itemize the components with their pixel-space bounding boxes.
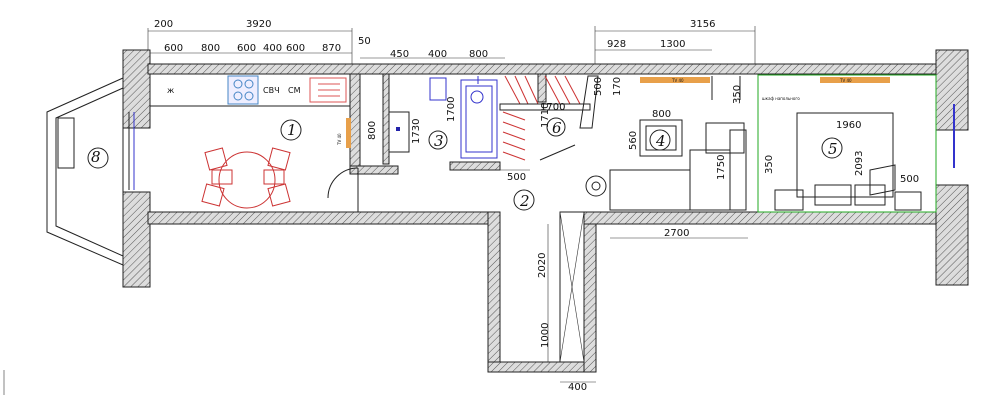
living-tv-label: TV 40 bbox=[671, 78, 684, 83]
microwave-label: СВЧ bbox=[263, 86, 280, 95]
dim-500-a: 500 bbox=[507, 172, 526, 183]
dim-1300: 1300 bbox=[660, 39, 685, 50]
dim-600-c: 600 bbox=[286, 43, 305, 54]
corridor-cabinet bbox=[547, 211, 585, 363]
dim-1000: 1000 bbox=[540, 323, 551, 348]
dim-800-d: 800 bbox=[652, 109, 671, 120]
dim-3920: 3920 bbox=[246, 19, 271, 30]
dim-1700-b: 1700 bbox=[540, 102, 565, 113]
dim-450: 450 bbox=[390, 49, 409, 60]
room-2-marker bbox=[513, 189, 535, 211]
room-6-marker bbox=[546, 117, 566, 137]
dim-200: 200 bbox=[154, 19, 173, 30]
dim-2700: 2700 bbox=[664, 228, 689, 239]
dim-800-a: 800 bbox=[201, 43, 220, 54]
room-3-label: 3 bbox=[434, 132, 444, 150]
room-4-label: 4 bbox=[655, 132, 666, 150]
dim-800-c: 800 bbox=[367, 121, 378, 140]
dim-1750: 1750 bbox=[716, 155, 727, 180]
room-6-label: 6 bbox=[552, 119, 562, 137]
kitchen-tv bbox=[346, 118, 351, 148]
dim-600-b: 600 bbox=[237, 43, 256, 54]
room-3-marker bbox=[428, 130, 448, 150]
dim-870: 870 bbox=[322, 43, 341, 54]
room-8-marker bbox=[87, 147, 109, 169]
room-5-marker bbox=[821, 137, 843, 159]
dim-400-b: 400 bbox=[428, 49, 447, 60]
cooktop-mark: ж bbox=[167, 86, 174, 95]
dim-2020: 2020 bbox=[537, 253, 548, 278]
dim-1960: 1960 bbox=[836, 120, 861, 131]
room-8-label: 8 bbox=[91, 148, 101, 166]
dim-350-a: 350 bbox=[732, 85, 743, 104]
cabinet-3 bbox=[388, 111, 410, 153]
cabinet-note: шкаф напольного bbox=[762, 96, 800, 101]
dim-600-a: 600 bbox=[164, 43, 183, 54]
fixture-3 bbox=[396, 127, 400, 131]
bathroom bbox=[429, 76, 498, 159]
kitchen-tv-label: TV 40 bbox=[337, 133, 342, 146]
dim-2093: 2093 bbox=[854, 151, 865, 176]
dim-500-b: 500 bbox=[593, 77, 604, 96]
dim-50: 50 bbox=[358, 36, 371, 47]
balcony bbox=[46, 77, 130, 266]
living-room bbox=[585, 76, 747, 211]
dim-400-a: 400 bbox=[263, 43, 282, 54]
washer-label: СМ bbox=[288, 86, 301, 95]
room-1-marker bbox=[280, 119, 302, 141]
room-5-label: 5 bbox=[828, 140, 838, 158]
dim-1700-a: 1700 bbox=[446, 97, 457, 122]
dim-400-c: 400 bbox=[568, 382, 587, 393]
room-1-label: 1 bbox=[287, 121, 297, 139]
dim-560: 560 bbox=[628, 131, 639, 150]
room-4-marker bbox=[649, 129, 671, 151]
bedroom bbox=[757, 74, 937, 213]
kitchen-counter bbox=[149, 73, 351, 107]
dim-928: 928 bbox=[607, 39, 626, 50]
walls bbox=[122, 49, 969, 373]
dim-500-c: 500 bbox=[900, 174, 919, 185]
bedroom-tv-label: TV 40 bbox=[839, 78, 852, 83]
dim-3156: 3156 bbox=[690, 19, 715, 30]
dim-1710: 1710 bbox=[540, 103, 551, 128]
dim-350-b: 350 bbox=[764, 155, 775, 174]
top-dimension-lines bbox=[147, 26, 756, 72]
wardrobe bbox=[502, 75, 581, 161]
dim-1730: 1730 bbox=[411, 119, 422, 144]
dim-170: 170 bbox=[612, 77, 623, 96]
dining-table bbox=[201, 147, 291, 209]
dim-800-b: 800 bbox=[469, 49, 488, 60]
room-2-label: 2 bbox=[519, 192, 530, 210]
